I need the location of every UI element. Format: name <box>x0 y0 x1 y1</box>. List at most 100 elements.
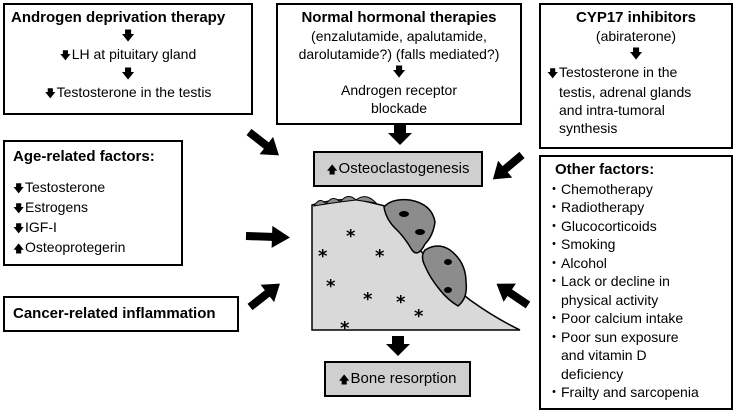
age-item-text: IGF-I <box>25 219 57 235</box>
cyp17-title: CYP17 inhibitors <box>575 9 697 26</box>
other-factor-item-continuation: and vitamin D <box>547 346 725 365</box>
adt-line1-row: 🡇LH at pituitary gland <box>11 45 245 65</box>
arrow-cyp-to-center <box>492 151 525 180</box>
down-arrow-icon: 🡇 <box>13 203 25 215</box>
svg-text:*: * <box>375 246 385 267</box>
other-factor-text: and vitamin D <box>561 347 647 363</box>
other-factor-item: ・Chemotherapy <box>547 180 725 199</box>
other-factor-text: Lack or decline in <box>561 273 670 289</box>
adt-line1: LH at pituitary gland <box>71 46 197 62</box>
arrow-cancer-to-center <box>247 283 280 311</box>
cancer-inflammation-box: Cancer-related inflammation <box>3 296 239 332</box>
bullet-icon: ・ <box>547 180 561 197</box>
bullet-icon: ・ <box>547 217 561 234</box>
adt-line2-row: 🡇Testosterone in the testis <box>11 83 245 103</box>
bullet-icon: ・ <box>547 328 561 345</box>
age-factors-box: Age-related factors: 🡇Testosterone 🡇Estr… <box>3 140 183 266</box>
other-factor-item: ・Smoking <box>547 235 725 254</box>
bullet-icon: ・ <box>547 310 561 326</box>
other-factor-item: ・Alcohol <box>547 254 725 273</box>
down-arrow-icon: 🡇 <box>59 50 72 62</box>
down-arrow-icon: 🡇 <box>13 183 25 195</box>
bone-label: Bone resorption <box>350 370 457 387</box>
other-factor-item: ・Frailty and sarcopenia <box>547 383 725 402</box>
other-factor-text: Alcohol <box>561 254 607 271</box>
down-arrow-icon: 🡇 <box>629 46 643 61</box>
age-item-text: Estrogens <box>25 199 89 215</box>
arrow-normal-to-osteo <box>388 125 412 145</box>
arrow-other-to-center <box>496 283 531 309</box>
cyp17-line1-row: 🡇Testosterone in the <box>547 63 725 83</box>
other-factors-list: ・Chemotherapy・Radiotherapy・Glucocorticoi… <box>547 180 725 402</box>
other-factor-item-continuation: physical activity <box>547 291 725 310</box>
down-arrow-icon: 🡇 <box>547 68 559 80</box>
other-title: Other factors: <box>555 161 655 178</box>
normal-result2: blockade <box>370 100 428 116</box>
other-factors-box: Other factors: ・Chemotherapy・Radiotherap… <box>539 155 733 410</box>
age-item: 🡅Osteoprotegerin <box>13 238 173 258</box>
age-item: 🡇Estrogens <box>13 198 173 218</box>
other-factor-text: Smoking <box>561 236 616 252</box>
arrow-age-to-center <box>245 225 290 248</box>
normal-title: Normal hormonal therapies <box>301 9 497 26</box>
normal-sub2: darolutamide?) (falls mediated?) <box>298 46 500 62</box>
normal-therapies-box: Normal hormonal therapies (enzalutamide,… <box>276 3 522 125</box>
other-factor-item: ・Lack or decline in <box>547 272 725 291</box>
down-arrow-icon: 🡇 <box>13 223 25 235</box>
up-arrow-icon: 🡅 <box>326 164 338 176</box>
other-factor-text: Frailty and sarcopenia <box>561 384 699 400</box>
age-title: Age-related factors: <box>13 148 155 165</box>
normal-result1: Androgen receptor <box>341 82 457 98</box>
svg-text:*: * <box>318 246 328 267</box>
other-factor-text: Poor sun exposure <box>561 328 679 345</box>
other-factor-item: ・Poor sun exposure <box>547 328 725 347</box>
normal-sub1: (enzalutamide, apalutamide, <box>311 28 487 44</box>
osteo-label: Osteoclastogenesis <box>338 160 470 177</box>
age-item: 🡇IGF-I <box>13 218 173 238</box>
other-factor-item: ・Radiotherapy <box>547 198 725 217</box>
down-arrow-icon: 🡇 <box>121 28 135 43</box>
up-arrow-icon: 🡅 <box>338 374 350 386</box>
osteoclast-cells <box>383 198 468 307</box>
svg-text:*: * <box>414 306 424 327</box>
bullet-icon: ・ <box>547 199 561 215</box>
other-factor-item-continuation: deficiency <box>547 365 725 384</box>
adt-box: Androgen deprivation therapy 🡇 🡇LH at pi… <box>3 3 253 115</box>
lining-cells <box>313 196 378 207</box>
bullet-icon: ・ <box>547 384 561 400</box>
down-arrow-icon: 🡇 <box>121 66 135 81</box>
adt-title: Androgen deprivation therapy <box>11 9 226 26</box>
other-factor-item: ・Glucocorticoids <box>547 217 725 236</box>
age-item: 🡇Testosterone <box>13 178 173 198</box>
svg-text:*: * <box>340 318 350 339</box>
bullet-icon: ・ <box>547 273 561 289</box>
other-factor-item: ・Poor calcium intake <box>547 309 725 328</box>
up-arrow-icon: 🡅 <box>13 243 25 255</box>
other-factor-text: Glucocorticoids <box>561 217 657 234</box>
cyp17-line3: and intra-tumoral <box>559 102 665 118</box>
cyp17-line1: Testosterone in the <box>559 64 678 80</box>
cyp17-line4: synthesis <box>559 120 618 136</box>
age-item-text: Testosterone <box>25 179 106 195</box>
cyp17-sub: (abiraterone) <box>595 28 677 44</box>
cancer-title: Cancer-related inflammation <box>13 305 216 322</box>
osteoclastogenesis-box: 🡅Osteoclastogenesis <box>313 151 483 187</box>
adt-line2: Testosterone in the testis <box>56 84 212 100</box>
svg-text:*: * <box>326 276 336 297</box>
other-factor-text: deficiency <box>561 365 624 382</box>
other-factor-text: physical activity <box>561 291 659 308</box>
cyp17-box: CYP17 inhibitors (abiraterone) 🡇 🡇Testos… <box>539 3 733 149</box>
svg-text:*: * <box>346 226 356 247</box>
arrow-adt-to-center <box>246 128 279 156</box>
arrow-bone-to-resorption <box>386 336 410 356</box>
osteocytes: * * * * * * * * <box>318 226 424 339</box>
bullet-icon: ・ <box>547 254 561 271</box>
down-arrow-icon: 🡇 <box>44 88 56 100</box>
bone-resorption-box: 🡅Bone resorption <box>324 361 471 397</box>
age-item-text: Osteoprotegerin <box>25 239 126 255</box>
other-factor-text: Chemotherapy <box>561 180 653 197</box>
svg-text:*: * <box>363 289 373 310</box>
other-factor-text: Radiotherapy <box>561 199 645 215</box>
down-arrow-icon: 🡇 <box>392 64 406 79</box>
